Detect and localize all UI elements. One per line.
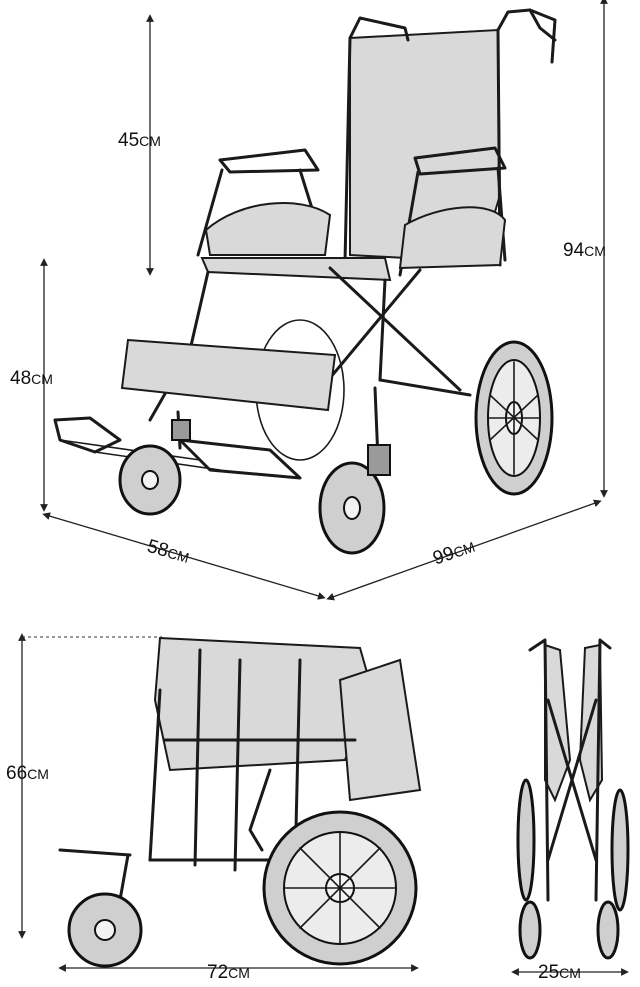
- folded-width-label: 25CM: [538, 962, 581, 983]
- folded-front-view-illustration: [516, 638, 630, 960]
- length-label: 99CM: [430, 536, 477, 570]
- dim-back-height: 45CM: [118, 14, 161, 276]
- folded-height-label: 66CM: [6, 763, 49, 784]
- width-label: 58CM: [145, 536, 192, 568]
- dim-folded-width: 25CM: [511, 962, 629, 983]
- dim-folded-height: 66CM: [6, 633, 162, 939]
- dim-width: 58CM: [42, 512, 326, 600]
- folded-side-view-illustration: [58, 636, 422, 968]
- folded-rear-wheel: [262, 810, 418, 966]
- dim-total-height: 94CM: [563, 0, 608, 498]
- open-wheelchair-illustration: [53, 8, 557, 555]
- folded-length-label: 72CM: [207, 962, 250, 983]
- front-caster-wheel: [118, 386, 391, 555]
- dim-folded-length: 72CM: [58, 962, 419, 983]
- total-height-label: 94CM: [563, 240, 606, 261]
- back-height-label: 45CM: [118, 130, 161, 151]
- seat-height-label: 48CM: [10, 368, 53, 389]
- folded-front-caster: [67, 892, 143, 968]
- dim-seat-height: 48CM: [10, 258, 53, 512]
- rear-wheel: [474, 340, 554, 496]
